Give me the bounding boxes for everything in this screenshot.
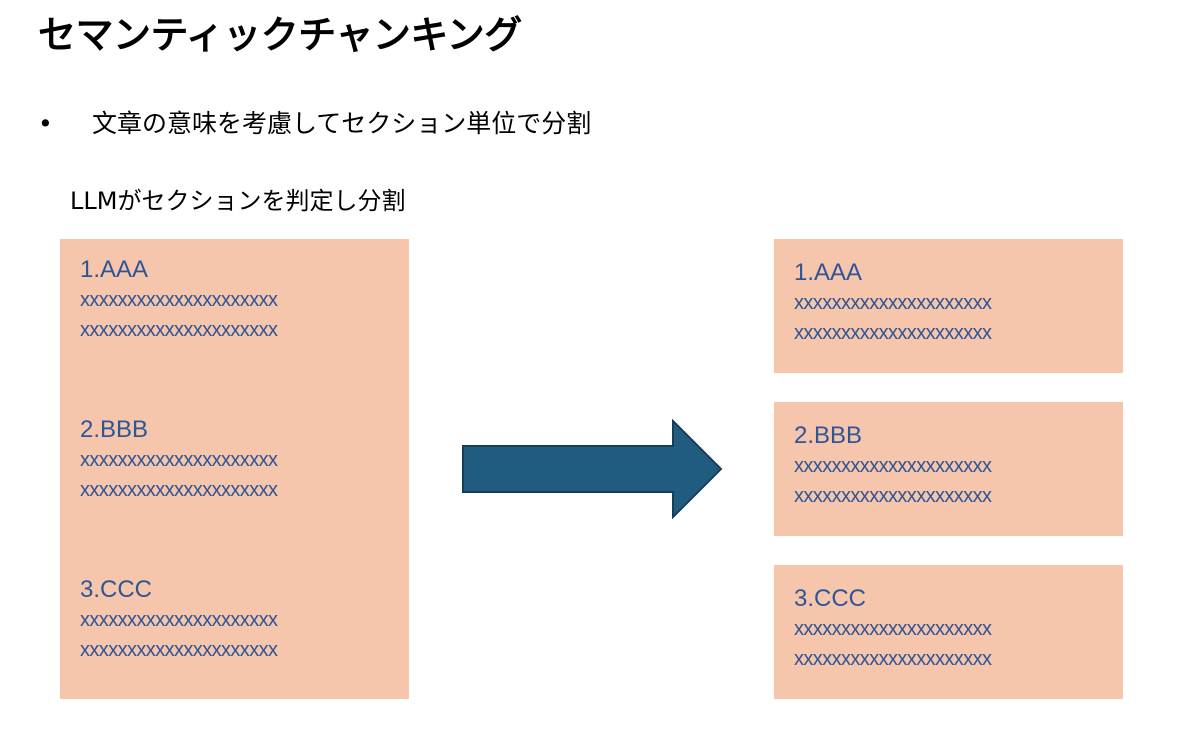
source-section-heading: 1.AAA <box>80 256 149 283</box>
bullet-marker: • <box>38 109 53 138</box>
chunk-line: xxxxxxxxxxxxxxxxxxxxx <box>794 455 992 477</box>
diagram-caption: LLMがセクションを判定し分割 <box>70 187 406 215</box>
chunk-section: 3.CCC xxxxxxxxxxxxxxxxxxxxx xxxxxxxxxxxx… <box>794 584 1123 674</box>
bullet-text: 文章の意味を考慮してセクション単位で分割 <box>92 109 592 138</box>
chunk-line: xxxxxxxxxxxxxxxxxxxxx <box>794 648 992 670</box>
source-section-3: 3.CCC xxxxxxxxxxxxxxxxxxxxx xxxxxxxxxxxx… <box>80 575 409 735</box>
chunk-heading: 2.BBB <box>794 422 863 449</box>
source-section-line: xxxxxxxxxxxxxxxxxxxxx <box>80 479 278 501</box>
source-section-heading: 2.BBB <box>80 416 149 443</box>
source-section-line: xxxxxxxxxxxxxxxxxxxxx <box>80 289 278 311</box>
chunk-box-3: 3.CCC xxxxxxxxxxxxxxxxxxxxx xxxxxxxxxxxx… <box>774 565 1123 699</box>
right-arrow-icon <box>462 419 723 519</box>
arrow-shape <box>462 419 723 519</box>
source-section-line: xxxxxxxxxxxxxxxxxxxxx <box>80 609 278 631</box>
chunk-heading: 3.CCC <box>794 585 867 612</box>
source-section-2: 2.BBB xxxxxxxxxxxxxxxxxxxxx xxxxxxxxxxxx… <box>80 415 409 575</box>
source-section-1: 1.AAA xxxxxxxxxxxxxxxxxxxxx xxxxxxxxxxxx… <box>80 255 409 415</box>
source-section-line: xxxxxxxxxxxxxxxxxxxxx <box>80 449 278 471</box>
chunk-line: xxxxxxxxxxxxxxxxxxxxx <box>794 322 992 344</box>
source-section-line: xxxxxxxxxxxxxxxxxxxxx <box>80 319 278 341</box>
page-title: セマンティックチャンキング <box>38 13 522 57</box>
source-section-heading: 3.CCC <box>80 576 153 603</box>
chunk-section: 1.AAA xxxxxxxxxxxxxxxxxxxxx xxxxxxxxxxxx… <box>794 258 1123 348</box>
chunk-line: xxxxxxxxxxxxxxxxxxxxx <box>794 618 992 640</box>
chunk-line: xxxxxxxxxxxxxxxxxxxxx <box>794 485 992 507</box>
chunk-section: 2.BBB xxxxxxxxxxxxxxxxxxxxx xxxxxxxxxxxx… <box>794 421 1123 511</box>
bullet-point: • 文章の意味を考慮してセクション単位で分割 <box>38 106 591 142</box>
chunk-line: xxxxxxxxxxxxxxxxxxxxx <box>794 292 992 314</box>
source-document-box: 1.AAA xxxxxxxxxxxxxxxxxxxxx xxxxxxxxxxxx… <box>60 239 409 699</box>
chunk-box-2: 2.BBB xxxxxxxxxxxxxxxxxxxxx xxxxxxxxxxxx… <box>774 402 1123 536</box>
source-section-line: xxxxxxxxxxxxxxxxxxxxx <box>80 639 278 661</box>
chunk-box-1: 1.AAA xxxxxxxxxxxxxxxxxxxxx xxxxxxxxxxxx… <box>774 239 1123 373</box>
chunk-heading: 1.AAA <box>794 259 863 286</box>
